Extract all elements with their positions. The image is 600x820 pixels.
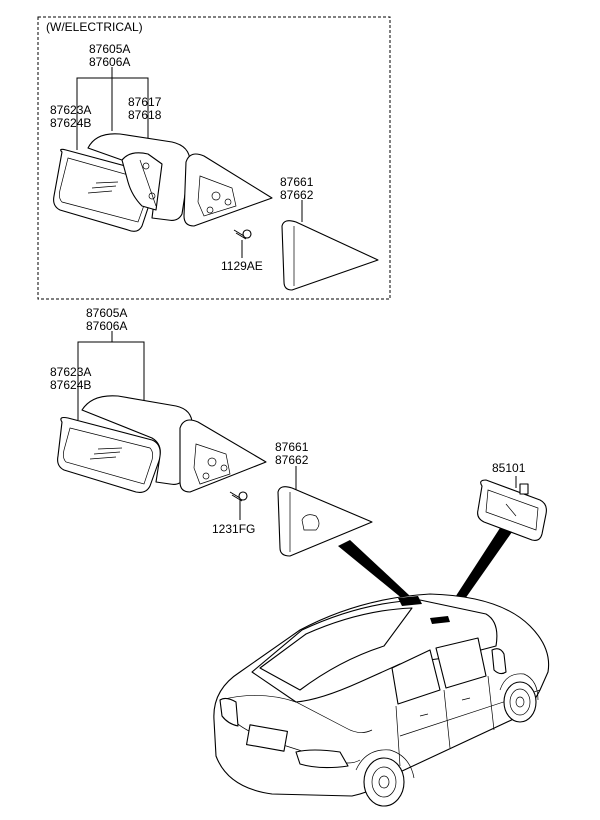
upper-screw xyxy=(233,229,252,240)
lower-mirror-glass xyxy=(57,416,161,493)
lower-screw-label: 1231FG xyxy=(212,522,255,536)
car-illustration xyxy=(213,593,550,807)
upper-cover-label-2: 87662 xyxy=(280,188,314,202)
lower-inner-cover xyxy=(277,486,373,557)
lower-mirror-assy-label-2: 87606A xyxy=(86,319,127,333)
upper-actuator xyxy=(121,152,163,211)
upper-actuator-label-1: 87617 xyxy=(128,95,162,109)
lower-glass-label-2: 87624B xyxy=(50,378,91,392)
upper-glass-label-1: 87623A xyxy=(50,103,91,117)
upper-base-bracket xyxy=(183,153,273,227)
upper-mirror-assy-label-1: 87605A xyxy=(89,42,130,56)
upper-actuator-label-2: 87618 xyxy=(128,108,162,122)
lower-leader-lines xyxy=(77,331,517,520)
lower-cover-label-2: 87662 xyxy=(275,453,309,467)
upper-mirror-assy-label-2: 87606A xyxy=(89,55,130,69)
upper-cover-label-1: 87661 xyxy=(280,175,314,189)
lower-screw xyxy=(229,491,248,502)
pointer-arrows xyxy=(338,528,512,606)
upper-screw-label: 1129AE xyxy=(221,259,263,273)
electrical-group-box xyxy=(37,16,391,300)
inside-mirror-label: 85101 xyxy=(492,461,526,475)
lower-glass-label-1: 87623A xyxy=(50,365,91,379)
box-title: (W/ELECTRICAL) xyxy=(46,20,143,34)
upper-glass-label-2: 87624B xyxy=(50,116,91,130)
upper-inner-cover xyxy=(281,220,379,291)
lower-base-bracket xyxy=(179,419,267,493)
lower-mirror-assy-label-1: 87605A xyxy=(86,306,127,320)
lower-cover-label-1: 87661 xyxy=(275,440,309,454)
inside-rearview-mirror xyxy=(477,479,547,541)
